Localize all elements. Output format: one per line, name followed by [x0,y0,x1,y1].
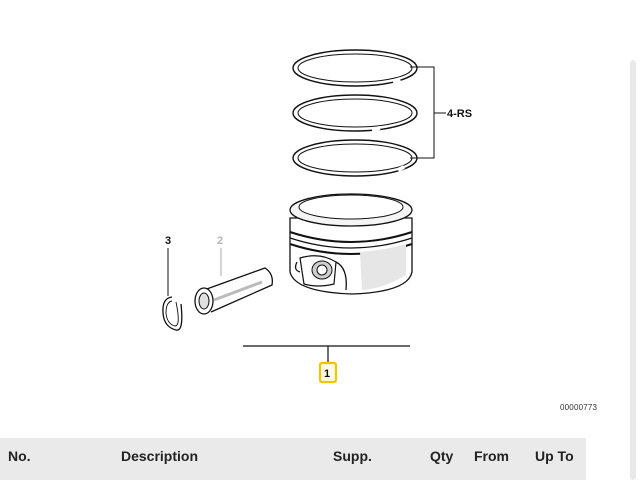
column-header-from[interactable]: From [474,448,509,464]
callout-2[interactable]: 2 [217,235,223,247]
callout-3[interactable]: 3 [165,235,171,247]
piston-rings[interactable] [292,49,418,177]
piston-assembly-line [243,345,410,362]
column-header-qty[interactable]: Qty [430,448,454,464]
column-header-supp[interactable]: Supp. [333,448,372,464]
column-header-no[interactable]: No. [8,448,31,464]
piston-pin[interactable] [194,267,273,315]
ring-top [292,49,418,87]
column-header-up-to[interactable]: Up To [535,448,574,464]
rings-bracket [410,66,446,159]
column-header-description[interactable]: Description [121,448,199,464]
circlip[interactable] [162,296,183,331]
piston[interactable] [289,193,413,295]
ring-middle [292,94,418,132]
callout-1[interactable]: 1 [324,368,330,380]
parts-diagram: 4-RS 3 2 [162,49,472,384]
scrollbar[interactable] [630,60,636,480]
callout-4-rs[interactable]: 4-RS [447,108,472,120]
figure-id: 00000773 [560,403,598,412]
parts-table-header: No. Description Supp. Qty From Up To [0,438,586,480]
callout-leaders [167,248,222,296]
callout-1-highlight [318,361,338,384]
